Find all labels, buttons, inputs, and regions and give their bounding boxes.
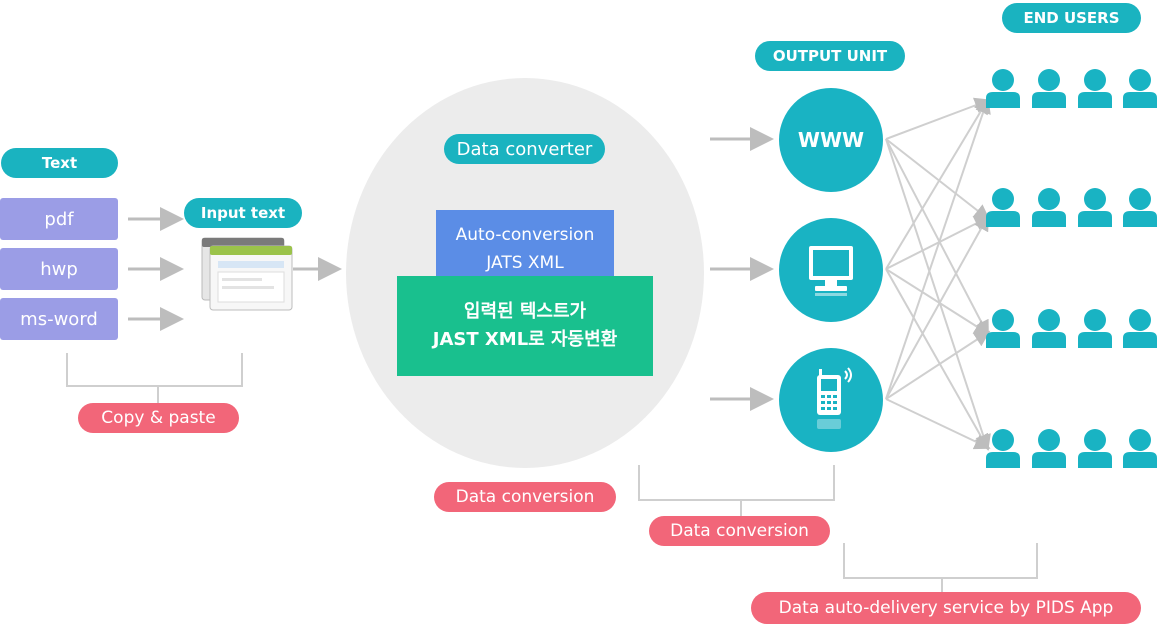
user-icon [1078, 69, 1112, 108]
user-icon [1078, 429, 1112, 468]
output-mobile [779, 348, 883, 452]
mobile-phone-icon [817, 367, 852, 429]
source-hwp: hwp [0, 248, 118, 290]
auto-conversion-line2: JATS XML [486, 253, 564, 273]
end-users-label: END USERS [1002, 3, 1141, 33]
auto-conversion-box: Auto-conversion JATS XML [436, 210, 614, 288]
user-icon [1123, 309, 1157, 348]
user-icon [1078, 309, 1112, 348]
user-icon [1032, 69, 1066, 108]
user-row-1 [986, 69, 1157, 108]
source-ms-word: ms-word [0, 298, 118, 340]
output-monitor [779, 218, 883, 322]
auto-conversion-line1: Auto-conversion [455, 225, 595, 245]
user-icon [1123, 429, 1157, 468]
user-icon [986, 309, 1020, 348]
www-label: WWW [797, 128, 865, 152]
user-icon [1078, 188, 1112, 227]
user-icon [986, 429, 1020, 468]
user-icon [1032, 309, 1066, 348]
user-icon [986, 188, 1020, 227]
user-icon [986, 69, 1020, 108]
korean-line1: 입력된 텍스트가 [463, 301, 587, 322]
user-row-2 [986, 188, 1157, 227]
data-conversion-label-1: Data conversion [434, 482, 616, 512]
korean-conversion-box: 입력된 텍스트가 JAST XML로 자동변환 [397, 276, 653, 376]
korean-line2: JAST XML로 자동변환 [432, 329, 618, 350]
document-window-icon [201, 237, 293, 311]
user-row-3 [986, 309, 1157, 348]
user-icon [1123, 188, 1157, 227]
user-icon [1032, 188, 1066, 227]
text-label: Text [1, 148, 118, 178]
data-conversion-label-2: Data conversion [649, 516, 830, 546]
delivery-service-label: Data auto-delivery service by PIDS App [751, 592, 1141, 624]
input-text-label: Input text [184, 198, 302, 228]
user-icons [986, 69, 1157, 468]
copy-paste-label: Copy & paste [78, 403, 239, 433]
user-icon [1123, 69, 1157, 108]
output-unit-label: OUTPUT UNIT [755, 41, 905, 71]
monitor-icon [809, 246, 853, 296]
source-pdf: pdf [0, 198, 118, 240]
output-www: WWW [779, 88, 883, 192]
end-users-grid [985, 68, 1165, 472]
user-icon [1032, 429, 1066, 468]
data-converter-label: Data converter [444, 134, 605, 164]
user-row-4 [986, 429, 1157, 468]
